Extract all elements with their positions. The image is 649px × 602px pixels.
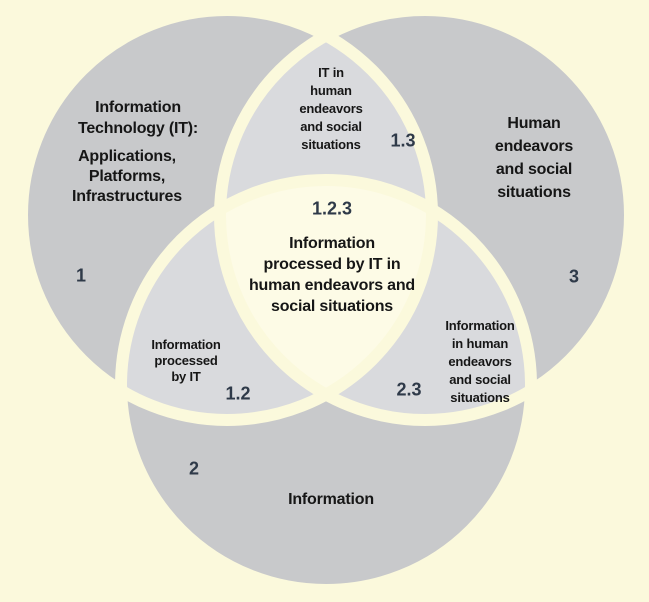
region-2-3-number: 2.3 bbox=[396, 379, 422, 400]
region-1-3-label: IT in human endeavors and social situati… bbox=[299, 65, 363, 152]
region-1-3-number: 1.3 bbox=[390, 130, 416, 151]
separator-circle-information bbox=[115, 174, 537, 596]
region-1-number: 1 bbox=[75, 265, 87, 286]
region-3-label: Human endeavors and social situations bbox=[494, 115, 574, 201]
region-3-number: 3 bbox=[568, 266, 580, 287]
region-separators bbox=[16, 4, 636, 596]
region-1-title: Information Technology (IT): bbox=[77, 99, 199, 137]
region-2-3-label: Information in human endeavors and socia… bbox=[445, 318, 515, 405]
region-1-2-label: Information processed by IT bbox=[151, 337, 221, 384]
region-1-subtitle: Applications, Platforms, Infrastructures bbox=[72, 148, 182, 205]
region-1-2-number: 1.2 bbox=[225, 383, 251, 404]
region-1-2-3-label: Information processed by IT in human end… bbox=[248, 235, 416, 315]
region-2-label: Information bbox=[288, 491, 374, 508]
region-1-2-3-number: 1.2.3 bbox=[311, 198, 353, 219]
region-2-number: 2 bbox=[188, 458, 200, 479]
